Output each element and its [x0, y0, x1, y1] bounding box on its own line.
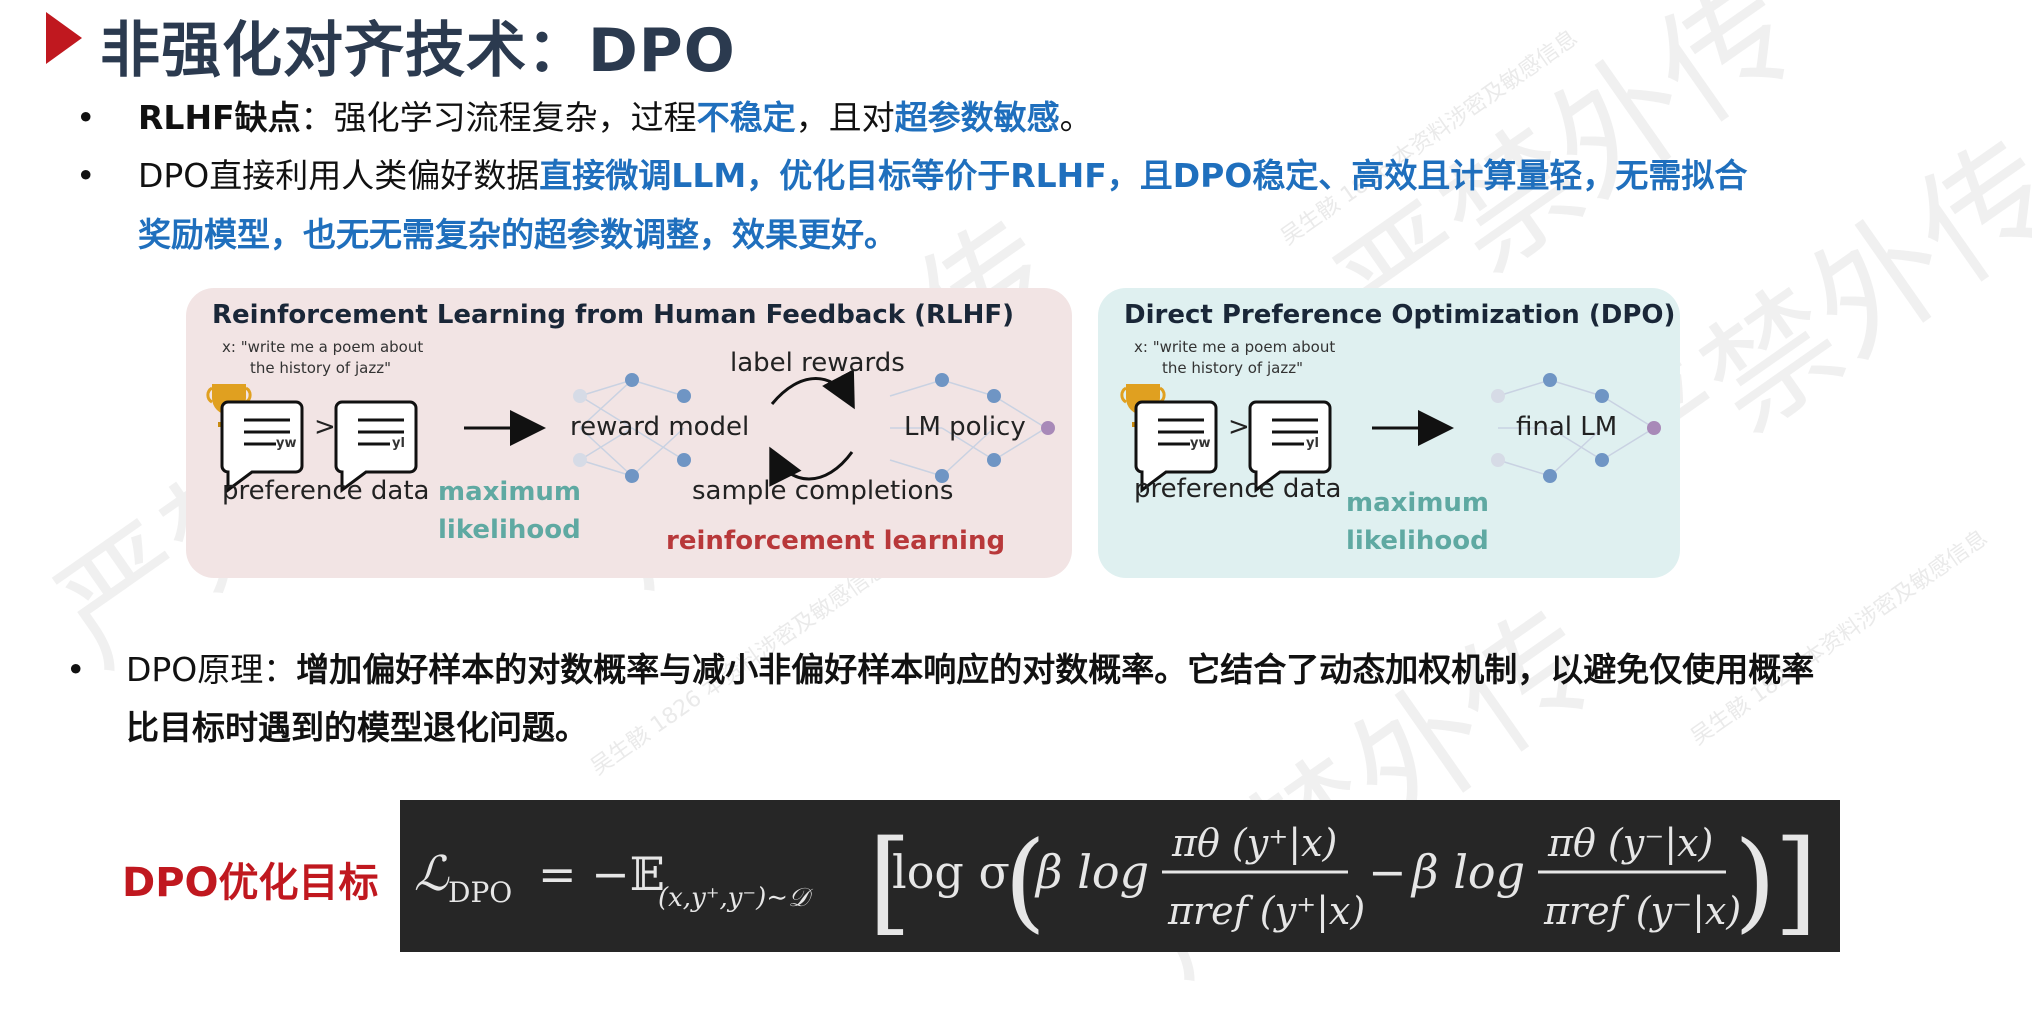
rlhf-preference-data-label: preference data [222, 476, 430, 506]
formula-lhs: ℒ [414, 846, 450, 902]
reward-model-faint-nodes [573, 389, 587, 467]
bullet-dpo-principle: • DPO原理：增加偏好样本的对数概率与减小非偏好样本响应的对数概率。它结合了动… [66, 640, 1986, 760]
rlhf-prompt-line2: the history of jazz" [250, 359, 391, 377]
preference-gt-label: > [314, 412, 336, 442]
chat-bubble-preferred-icon [1134, 400, 1218, 493]
bullet-label: RLHF缺点 [138, 98, 301, 137]
reward-model-nodes [625, 373, 691, 483]
bullet-dot: • [76, 156, 96, 195]
reward-model-network-icon [579, 379, 685, 477]
curved-arrow-icon [769, 446, 854, 487]
rlhf-panel-title: Reinforcement Learning from Human Feedba… [212, 300, 1014, 330]
dpo-panel-title: Direct Preference Optimization (DPO) [1124, 300, 1676, 330]
bullet-text-part: ，且对 [795, 98, 895, 137]
yw-label: yw [1190, 436, 1211, 451]
bullet-rlhf-drawbacks: • RLHF缺点：强化学习流程复杂，过程不稳定，且对超参数敏感。 [76, 88, 1976, 148]
dpo-loss-formula: ℒ DPO = −𝔼 (x,y⁺,y⁻)∼𝒟 [ log σ ( β log π… [400, 800, 1840, 952]
dpo-prompt-line2: the history of jazz" [1162, 359, 1303, 377]
chat-bubble-rejected-icon [334, 400, 418, 493]
final-lm-output-node [1647, 421, 1661, 435]
bullet-dot: • [66, 650, 86, 689]
reinforcement-learning-label: reinforcement learning [666, 526, 1006, 556]
bullet-text-part: DPO直接利用人类偏好数据 [138, 156, 540, 195]
bullet-dpo-direct: • DPO直接利用人类偏好数据直接微调LLM，优化目标等价于RLHF，且DPO稳… [76, 146, 1976, 266]
formula-svg: ℒ DPO = −𝔼 (x,y⁺,y⁻)∼𝒟 [ log σ ( β log π… [414, 817, 1818, 947]
final-lm-label: final LM [1516, 412, 1618, 442]
formula-exp-sub: (x,y⁺,y⁻)∼𝒟 [658, 883, 813, 913]
final-lm-faint-nodes [1491, 389, 1505, 467]
formula-num2: πθ (y⁻|x) [1547, 821, 1713, 865]
rlhf-maximum-label: maximum [438, 477, 582, 507]
sample-completions-label: sample completions [692, 476, 954, 506]
formula-minus: − [1368, 845, 1407, 899]
chat-bubble-preferred-icon [220, 400, 304, 493]
reward-model-label: reward model [570, 412, 750, 442]
bullet-text: RLHF缺点：强化学习流程复杂，过程不稳定，且对超参数敏感。 [138, 88, 1093, 147]
yl-label: yl [1306, 436, 1319, 451]
preference-gt-label: > [1228, 412, 1250, 442]
rlhf-panel [186, 288, 1072, 578]
formula-bracket-left: [ [868, 817, 912, 947]
bullet-emphasis: 奖励模型，也无无需复杂的超参数调整，效果更好。 [138, 215, 897, 254]
title-marker [46, 12, 82, 64]
bullet-text: DPO直接利用人类偏好数据直接微调LLM，优化目标等价于RLHF，且DPO稳定、… [138, 146, 1747, 205]
final-lm-nodes [1543, 373, 1609, 483]
formula-num1: πθ (y⁺|x) [1171, 821, 1337, 865]
bullet-emphasis: 不稳定 [696, 98, 796, 137]
dpo-preference-data-label: preference data [1134, 474, 1342, 504]
slide-title: 非强化对齐技术：DPO [100, 16, 736, 86]
bullet-text-part: ：强化学习流程复杂，过程 [300, 98, 697, 137]
rlhf-prompt-line1: x: "write me a poem about [222, 338, 424, 356]
formula-den1: πref (y⁺|x) [1167, 889, 1365, 933]
bullet-text-part: DPO原理： [126, 650, 297, 689]
label-rewards-label: label rewards [730, 348, 905, 378]
bullet-emphasis: 直接微调LLM，优化目标等价于RLHF，且DPO稳定、高效且计算量轻，无需拟合 [539, 156, 1748, 195]
formula-log-sigma: log σ [892, 845, 1010, 899]
chat-bubble-rejected-icon [1248, 400, 1332, 493]
diagram-graphics [206, 369, 1661, 493]
formula-beta-log-2: β log [1410, 845, 1525, 899]
bullet-emphasis: 超参数敏感 [894, 98, 1060, 137]
lm-policy-output-node [1041, 421, 1055, 435]
bullet-text-part: 。 [1059, 98, 1093, 137]
bullet-emphasis: 比目标时遇到的模型退化问题。 [126, 708, 588, 747]
final-lm-network-icon [1497, 379, 1655, 477]
formula-beta-log-1: β log [1034, 845, 1149, 899]
formula-paren-right: ) [1734, 819, 1776, 944]
yl-label: yl [392, 436, 405, 451]
curved-arrow-icon [770, 369, 855, 410]
dpo-prompt-line1: x: "write me a poem about [1134, 338, 1336, 356]
bullet-dot: • [76, 98, 96, 137]
dpo-likelihood-label: likelihood [1346, 526, 1489, 556]
formula-eq: = −𝔼 [538, 847, 665, 901]
lm-policy-nodes [935, 373, 1001, 483]
formula-paren-left: ( [1004, 819, 1046, 944]
dpo-maximum-label: maximum [1346, 488, 1490, 518]
lm-policy-network-icon [889, 379, 1047, 477]
formula-lhs-sub: DPO [448, 876, 512, 909]
yw-label: yw [276, 436, 297, 451]
formula-label: DPO优化目标 [122, 860, 379, 906]
formula-bracket-right: ] [1774, 817, 1818, 947]
lm-policy-label: LM policy [904, 412, 1026, 442]
formula-den2: πref (y⁻|x) [1543, 889, 1741, 933]
rlhf-likelihood-label: likelihood [438, 515, 581, 545]
bullet-emphasis: 增加偏好样本的对数概率与减小非偏好样本响应的对数概率。它结合了动态加权机制，以避… [296, 650, 1815, 689]
bullet-text: DPO原理：增加偏好样本的对数概率与减小非偏好样本响应的对数概率。它结合了动态加… [126, 640, 1814, 699]
